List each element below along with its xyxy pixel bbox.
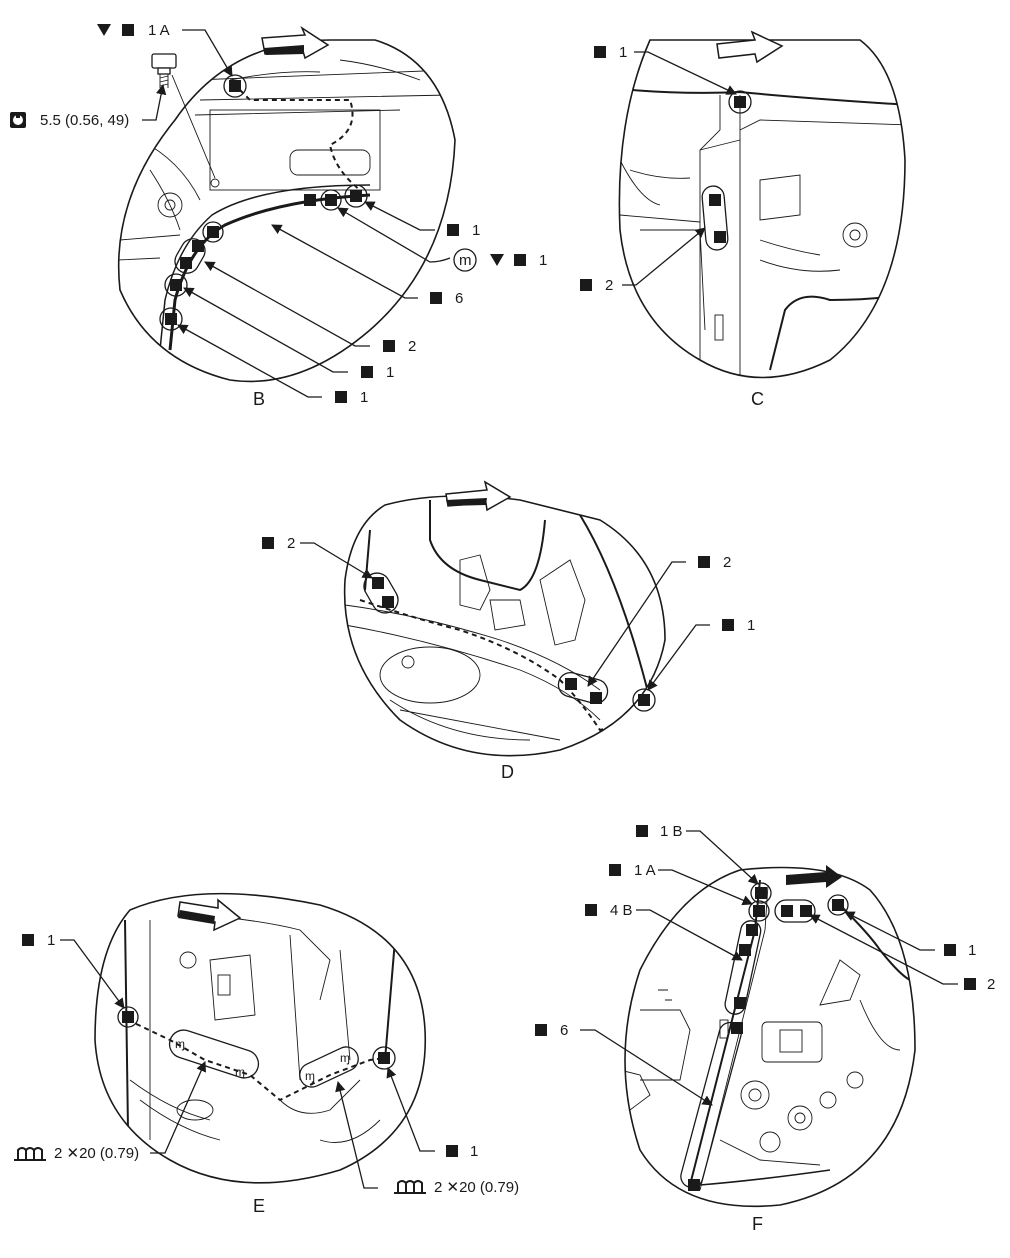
- view-d-drawing: [344, 500, 651, 741]
- callout-e-tape-right: 2 ✕20 (0.79): [394, 1179, 519, 1196]
- callout-c-1: 1: [594, 44, 627, 61]
- callout-c-2: 2: [580, 277, 613, 294]
- view-caption-e: E: [253, 1196, 265, 1216]
- callout-label: 1: [472, 222, 480, 239]
- callout-f-1-right: 1: [944, 942, 976, 959]
- callout-label: 1: [47, 932, 55, 949]
- view-caption-d: D: [501, 762, 514, 782]
- torque-value: 5.5 (0.56, 49): [40, 112, 129, 129]
- view-f: 1 B 1 A 4 B 6 1 2 F: [535, 823, 995, 1234]
- callout-label: 6: [455, 290, 463, 307]
- callout-b-torque: 5.5 (0.56, 49): [10, 112, 129, 129]
- callout-f-6: 6: [535, 1022, 568, 1039]
- clip-marks-c: [701, 90, 752, 251]
- callout-label: 1: [470, 1143, 478, 1160]
- callout-e-1-right: 1: [446, 1143, 478, 1160]
- callout-label: 1: [360, 389, 368, 406]
- view-f-drawing: [625, 879, 911, 1191]
- tape-icon: [14, 1147, 46, 1161]
- callout-f-1b: 1 B: [636, 823, 683, 840]
- callout-label: 1: [968, 942, 976, 959]
- callout-b-clip-1-upper: 1: [447, 222, 480, 239]
- m-mark: m: [459, 252, 472, 269]
- view-d: 2 2 1 D: [262, 480, 755, 782]
- tape-wrap-glyph: ɱ: [235, 1065, 245, 1079]
- callout-label: 2: [723, 554, 731, 571]
- callout-label: 1: [386, 364, 394, 381]
- view-caption-c: C: [751, 389, 764, 409]
- callout-label: 1 B: [660, 823, 683, 840]
- view-b: 1 A 5.5 (0.56, 49) 1 m 1 6 2: [10, 22, 547, 409]
- callout-label: 1: [539, 252, 547, 269]
- callout-f-1a: 1 A: [609, 862, 656, 879]
- callout-d-2-right: 2: [698, 554, 731, 571]
- tape-wrap-glyph: ɱ: [340, 1051, 350, 1065]
- callout-label: 1: [619, 44, 627, 61]
- callout-b-2: 2: [383, 338, 416, 355]
- callout-label: 2: [605, 277, 613, 294]
- callout-label: 6: [560, 1022, 568, 1039]
- view-caption-b: B: [253, 389, 265, 409]
- callout-b-6: 6: [430, 290, 463, 307]
- view-caption-f: F: [752, 1214, 763, 1234]
- clip-marks-f: [680, 882, 849, 1191]
- callout-label: 1: [747, 617, 755, 634]
- callout-label: 2: [987, 976, 995, 993]
- view-c: 1 2 C: [580, 30, 906, 409]
- view-c-drawing: [619, 87, 905, 378]
- tape-spec: 2 ✕20 (0.79): [54, 1145, 139, 1162]
- callout-label: 1 A: [634, 862, 656, 879]
- callout-b-m-clip: m 1: [453, 248, 547, 272]
- tape-spec: 2 ✕20 (0.79): [434, 1179, 519, 1196]
- tape-wrap-glyph: ɱ: [175, 1037, 185, 1051]
- clip-marks-e: ɱ ɱ ɱ ɱ: [117, 1006, 396, 1088]
- callout-f-4b: 4 B: [585, 902, 633, 919]
- bolt-icon: [151, 53, 177, 88]
- callout-label: 2: [408, 338, 416, 355]
- callout-label: 2: [287, 535, 295, 552]
- callout-f-2: 2: [964, 976, 995, 993]
- view-b-drawing: [118, 59, 451, 351]
- tape-icon: [394, 1180, 426, 1194]
- view-e: ɱ ɱ ɱ ɱ 1 2 ✕20 (0.79) 1 2 ✕20 (0.79): [14, 892, 519, 1216]
- callout-b-1a: 1 A: [97, 22, 170, 39]
- tape-wrap-glyph: ɱ: [305, 1069, 315, 1083]
- torque-wrench-icon: [10, 112, 26, 128]
- callout-label: 1 A: [148, 22, 170, 39]
- callout-label: 4 B: [610, 902, 633, 919]
- view-e-drawing: [124, 914, 396, 1143]
- clip-marks-d: [363, 572, 656, 712]
- callout-e-tape-left: 2 ✕20 (0.79): [14, 1145, 139, 1162]
- callout-b-1-mid: 1: [361, 364, 394, 381]
- callout-d-2-left: 2: [262, 535, 295, 552]
- clip-marks-b: [159, 74, 368, 331]
- callout-b-1-lower: 1: [335, 389, 368, 406]
- callout-d-1: 1: [722, 617, 755, 634]
- callout-e-1-left: 1: [22, 932, 55, 949]
